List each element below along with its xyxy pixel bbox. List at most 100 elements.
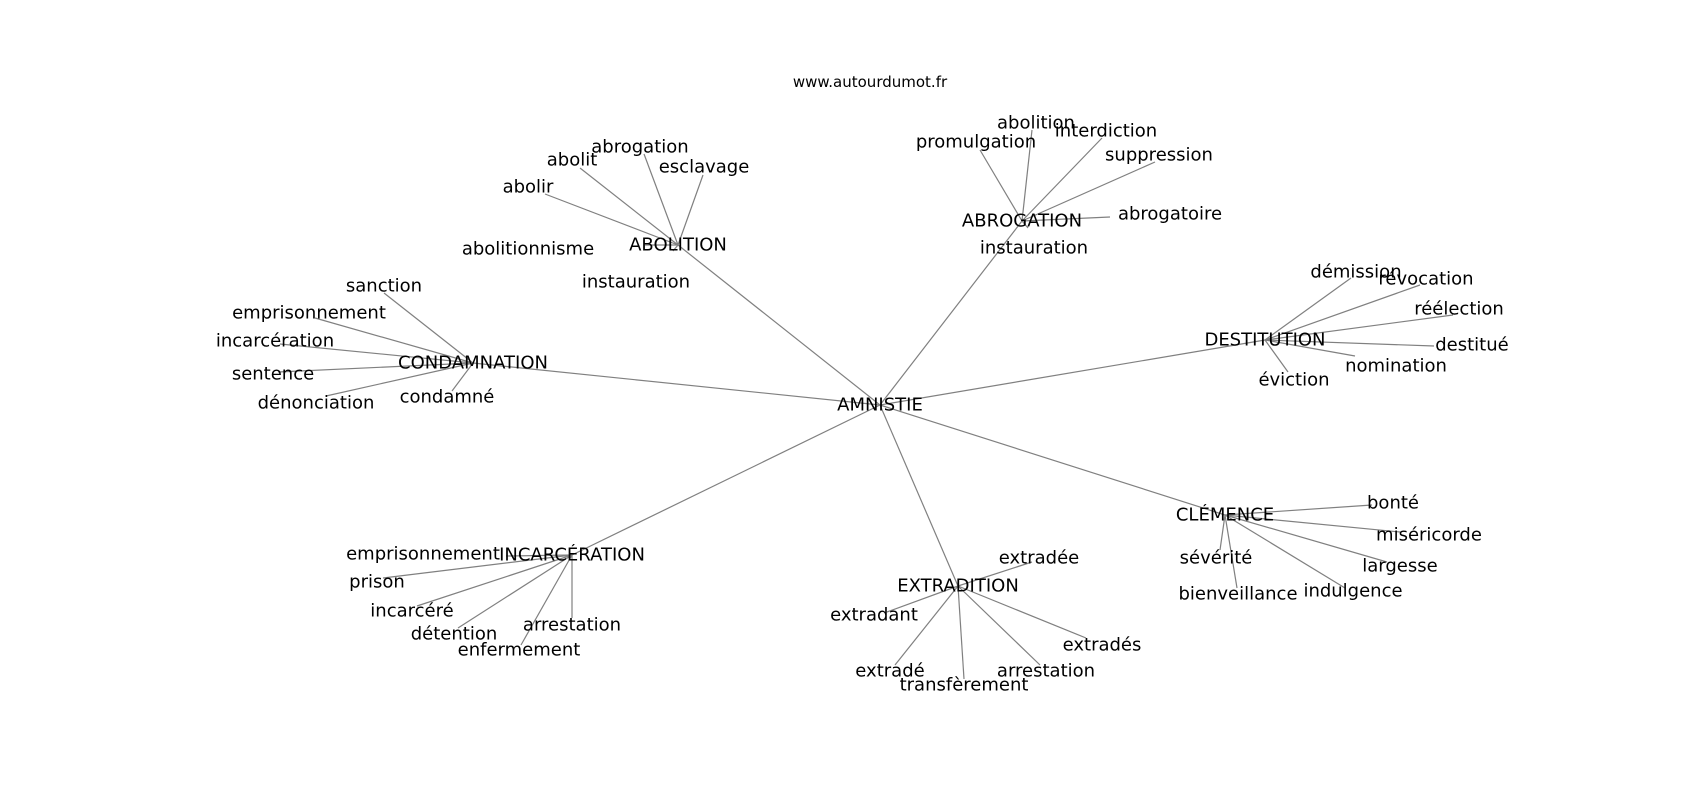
- leaf-node-label: instauration: [980, 238, 1088, 259]
- edge-abolition-leaf: [677, 174, 704, 246]
- leaf-node-label: abrogatoire: [1118, 204, 1222, 225]
- leaf-node-label: abolition: [997, 113, 1075, 134]
- edge-center-condamnation: [472, 362, 881, 406]
- edge-condamnation-leaf: [383, 292, 474, 364]
- hub-node-label-destitution: DESTITUTION: [1204, 330, 1325, 351]
- leaf-node-label: interdiction: [1055, 121, 1157, 142]
- edge-center-destitution: [879, 339, 1266, 406]
- edge-extradition-leaf: [886, 585, 959, 613]
- edge-incarceration-leaf: [505, 554, 573, 557]
- leaf-node-label: instauration: [582, 272, 690, 293]
- leaf-node-label: sévérité: [1180, 548, 1253, 569]
- leaf-node-label: abolir: [503, 177, 554, 198]
- edge-clemence-leaf: [1224, 514, 1388, 563]
- hub-node-label-abolition: ABOLITION: [629, 235, 727, 256]
- graph-edges: [277, 129, 1454, 680]
- edge-extradition-leaf: [957, 585, 965, 680]
- leaf-node-label: condamné: [400, 387, 495, 408]
- leaf-node-label: arrestation: [523, 615, 621, 636]
- leaf-node-label: détention: [411, 624, 498, 645]
- leaf-node-label: abrogation: [591, 137, 688, 158]
- leaf-node-label: bienveillance: [1178, 584, 1297, 605]
- leaf-node-label: nomination: [1345, 356, 1447, 377]
- leaf-node-label: sentence: [232, 364, 314, 385]
- edge-clemence-leaf: [1224, 514, 1346, 589]
- leaf-node-label: bonté: [1367, 493, 1419, 514]
- edge-clemence-leaf: [1219, 514, 1226, 551]
- leaf-node-label: emprisonnement: [346, 544, 500, 565]
- leaf-node-label: éviction: [1258, 370, 1329, 391]
- leaf-node-label: incarcération: [216, 331, 334, 352]
- site-url: www.autourdumot.fr: [793, 73, 948, 91]
- edge-abolition-leaf: [579, 167, 679, 246]
- leaf-node-label: destitué: [1435, 335, 1508, 356]
- leaf-node-label: arrestation: [997, 661, 1095, 682]
- edge-condamnation-leaf: [277, 362, 474, 373]
- leaf-node-label: indulgence: [1303, 581, 1402, 602]
- edge-abrogation-leaf: [1021, 161, 1156, 222]
- leaf-node-label: extradés: [1063, 635, 1142, 656]
- edge-clemence-leaf: [1224, 504, 1373, 516]
- edge-center-clemence: [879, 404, 1226, 516]
- leaf-node-label: abolitionnisme: [462, 239, 594, 260]
- leaf-node-label: emprisonnement: [232, 303, 386, 324]
- center-node-label: AMNISTIE: [837, 395, 923, 416]
- edge-destitution-leaf: [1264, 277, 1352, 341]
- leaf-node-label: extradée: [999, 548, 1079, 569]
- hub-node-label-abrogation: ABROGATION: [962, 211, 1082, 232]
- edge-abrogation-leaf: [1021, 220, 1029, 229]
- leaf-node-label: transfèrement: [900, 675, 1029, 696]
- leaf-node-label: largesse: [1362, 556, 1437, 577]
- graph-labels: AMNISTIE ABOLITION abolitionnisme abolir abo…: [216, 113, 1509, 696]
- edge-center-incarceration: [571, 404, 881, 556]
- edge-incarceration-leaf: [457, 554, 573, 629]
- leaf-node-label: incarcéré: [370, 601, 453, 622]
- edge-condamnation-leaf: [451, 362, 474, 392]
- edge-destitution-leaf: [1264, 339, 1356, 357]
- leaf-node-label: démission: [1310, 262, 1401, 283]
- edge-condamnation-leaf: [279, 343, 474, 364]
- edge-condamnation-leaf: [314, 317, 474, 364]
- leaf-node-label: enfermement: [458, 640, 581, 661]
- leaf-node-label: sanction: [346, 276, 422, 297]
- edge-destitution-leaf: [1264, 339, 1289, 373]
- edge-incarceration-leaf: [416, 554, 573, 607]
- edge-destitution-leaf: [1264, 314, 1454, 341]
- edge-center-abrogation: [879, 220, 1023, 406]
- edge-condamnation-leaf: [325, 362, 474, 397]
- edge-abrogation-leaf: [1021, 129, 1033, 222]
- edge-extradition-leaf: [957, 585, 1041, 666]
- edge-destitution-leaf: [1264, 284, 1421, 341]
- edge-incarceration-leaf: [382, 554, 573, 579]
- hub-node-label-extradition: EXTRADITION: [897, 576, 1019, 597]
- leaf-node-label: extradé: [855, 661, 924, 682]
- hub-node-label-incarceration: INCARCÉRATION: [499, 544, 645, 566]
- leaf-node-label: promulgation: [916, 132, 1036, 153]
- edge-extradition-leaf: [894, 585, 959, 666]
- leaf-node-label: extradant: [830, 605, 918, 626]
- leaf-node-label: abolit: [547, 150, 598, 171]
- hub-node-label-clemence: CLÉMENCE: [1176, 504, 1274, 526]
- leaf-node-label: suppression: [1105, 145, 1213, 166]
- edge-abrogation-leaf: [1021, 137, 1103, 222]
- leaf-node-label: révocation: [1378, 269, 1473, 290]
- leaf-node-label: dénonciation: [258, 393, 375, 414]
- edge-center-extradition: [879, 404, 959, 587]
- edge-extradition-leaf: [957, 585, 1087, 639]
- edge-abolition-leaf: [544, 193, 679, 246]
- edge-clemence-leaf: [1224, 514, 1401, 533]
- edge-abrogation-leaf: [1021, 216, 1111, 222]
- edge-abolition-leaf: [672, 244, 679, 252]
- leaf-node-label: prison: [349, 572, 405, 593]
- edge-center-abolition: [677, 244, 881, 406]
- edge-destitution-leaf: [1264, 339, 1435, 347]
- edge-abolition-leaf: [643, 153, 679, 246]
- hub-node-label-condamnation: CONDAMNATION: [398, 353, 548, 374]
- edge-clemence-leaf: [1224, 514, 1238, 589]
- edge-extradition-leaf: [957, 561, 1033, 587]
- leaf-node-label: esclavage: [659, 157, 750, 178]
- leaf-node-label: réélection: [1414, 299, 1504, 320]
- edge-abrogation-leaf: [979, 149, 1023, 222]
- leaf-node-label: miséricorde: [1376, 525, 1482, 546]
